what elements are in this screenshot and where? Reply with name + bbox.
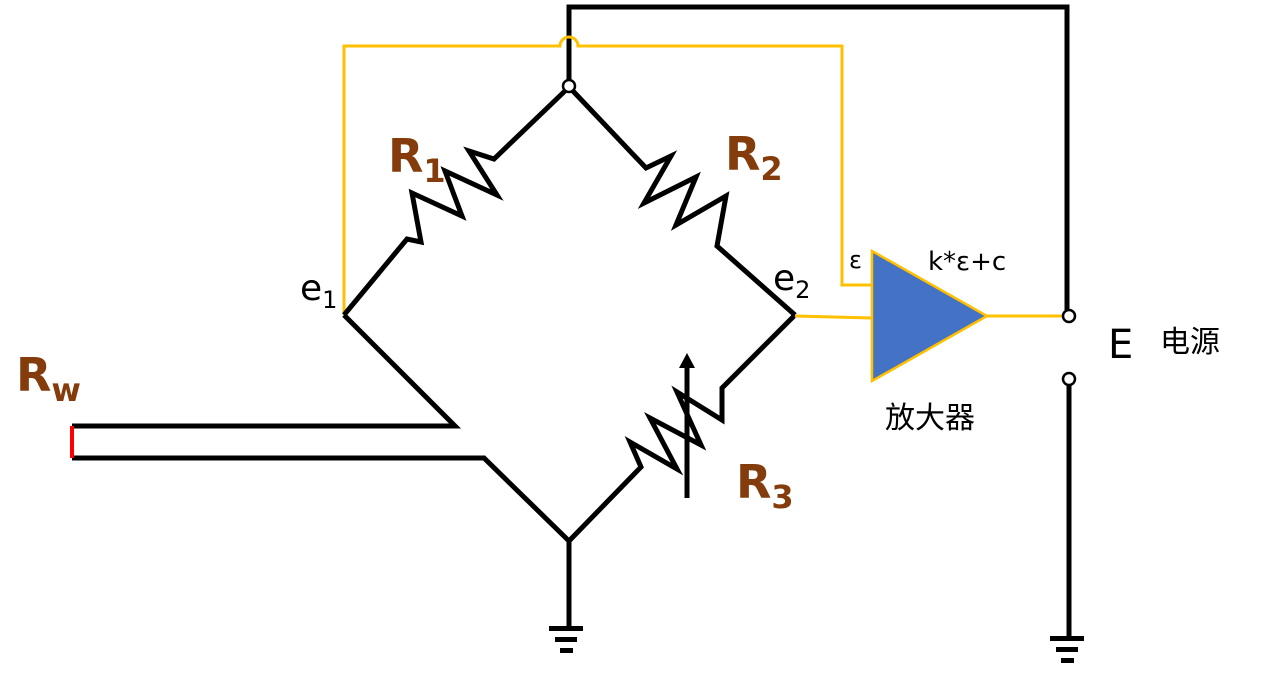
feedback-wire-e1 [342,35,872,315]
rw-wire-lower [72,455,571,543]
resistor-r3 [567,313,797,543]
label-r2: R2 [725,127,783,188]
label-power-symbol: E [1108,322,1133,368]
bridge-top-node [561,78,577,94]
label-e1: e1 [300,268,337,314]
bridge-ground-icon [549,626,583,653]
supply-terminal-bottom [1061,371,1077,387]
label-r3: R3 [736,455,794,516]
variable-arrow-icon [679,353,695,368]
resistor-r1 [342,88,568,317]
label-r1: R1 [388,129,446,190]
label-rw: Rw [16,348,81,409]
label-power-name: 电源 [1160,325,1220,360]
label-amplifier-name: 放大器 [885,401,975,436]
signal-wire-e2 [794,314,873,320]
label-e2: e2 [773,258,810,304]
supply-terminal-top [1061,308,1077,324]
label-amplifier-input: ε [849,246,862,274]
resistor-r2 [570,88,797,317]
supply-ground-icon [1050,636,1084,663]
label-amplifier-output: k*ε+c [928,247,1006,277]
supply-top-wire [566,4,1070,310]
rw-wire-upper [72,313,462,429]
amplifier-icon [870,248,990,384]
